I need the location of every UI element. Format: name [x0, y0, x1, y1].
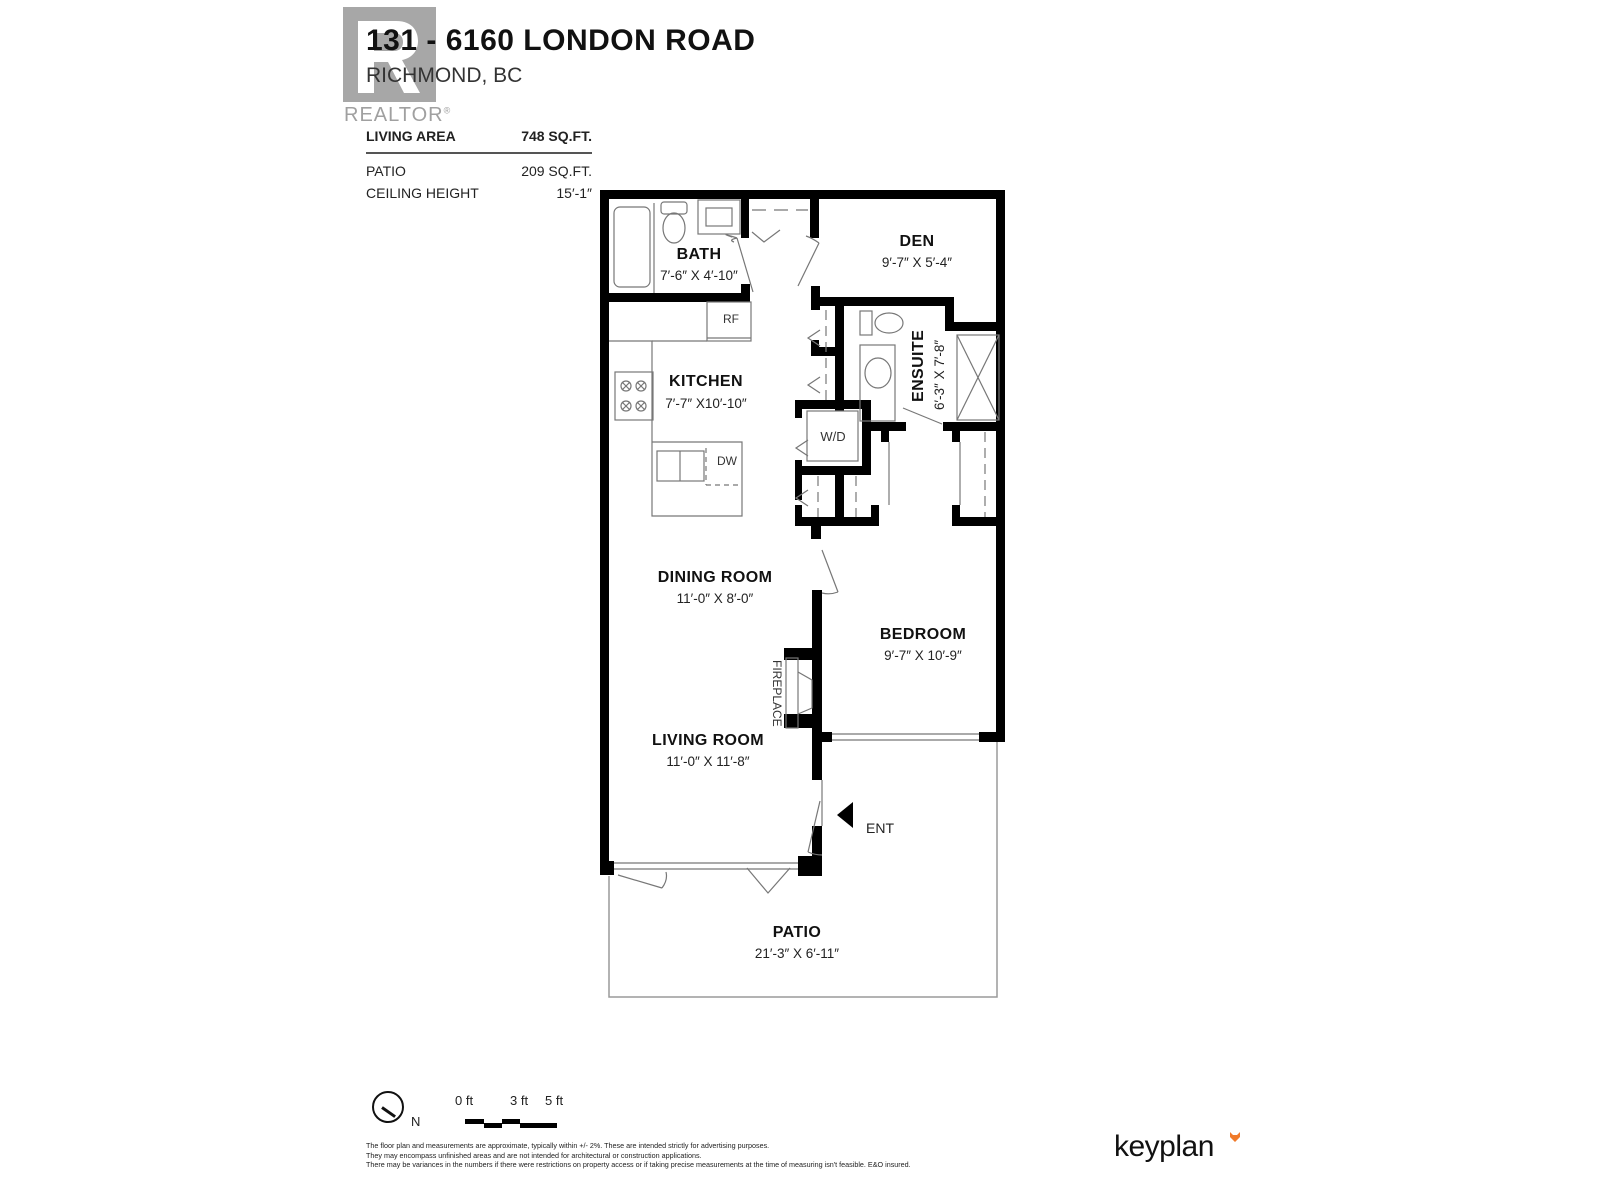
property-city: RICHMOND, BC [366, 64, 523, 87]
area-stats: LIVING AREA 748 SQ.FT. PATIO 209 SQ.FT. … [366, 125, 592, 204]
realtor-r-icon [358, 21, 420, 93]
refrigerator-icon [706, 301, 752, 342]
ensuite-sink-icon [864, 357, 892, 389]
dishwasher-label: DW [717, 454, 738, 468]
ensuite-toilet-icon [859, 310, 873, 336]
room-name-ensuite: ENSUITE [910, 330, 927, 402]
scale-label-0: 0 ft [455, 1093, 474, 1108]
sink-icon [697, 199, 741, 235]
room-dims-ensuite: 6′-3″ X 7′-8″ [932, 340, 947, 410]
stat-ceiling-height: CEILING HEIGHT 15′-1″ [366, 185, 592, 201]
room-dims-kitchen: 7′-7″ X10′-10″ [665, 396, 747, 411]
room-dims-bedroom: 9′-7″ X 10′-9″ [884, 648, 962, 663]
realtor-wordmark: REALTOR® [344, 104, 452, 126]
compass-needle [381, 1106, 396, 1118]
north-label: N [411, 1114, 421, 1129]
walls [600, 190, 1005, 876]
room-dims-den: 9′-7″ X 5′-4″ [882, 255, 952, 270]
room-dims-dining: 11′-0″ X 8′-0″ [677, 591, 754, 606]
room-name-bath: BATH [677, 246, 722, 263]
scale-label-3: 3 ft [510, 1093, 529, 1108]
room-dims-patio: 21′-3″ X 6′-11″ [755, 946, 839, 961]
room-dims-bath: 7′-6″ X 4′-10″ [660, 268, 738, 283]
fixtures [609, 199, 1000, 894]
scale-bar-icon [465, 1119, 557, 1128]
washer-dryer-icon [806, 410, 859, 462]
room-name-patio: PATIO [773, 924, 822, 941]
room-name-bedroom: BEDROOM [880, 626, 966, 643]
room-dims-living: 11′-0″ X 11′-8″ [666, 754, 749, 769]
entrance-label: ENT [866, 820, 894, 836]
fireplace-label: FIREPLACE [770, 660, 784, 727]
disclaimer: The floor plan and measurements are appr… [366, 1141, 911, 1170]
patio-outline [608, 740, 998, 998]
stat-living-area: LIVING AREA 748 SQ.FT. [366, 125, 592, 154]
washer-dryer-label: W/D [820, 429, 845, 444]
scale-label-5: 5 ft [545, 1093, 564, 1108]
property-address: 131 - 6160 LONDON ROAD [366, 24, 756, 57]
fox-icon [1230, 1132, 1240, 1142]
north-compass-icon [372, 1091, 404, 1123]
room-name-kitchen: KITCHEN [669, 373, 743, 390]
entrance-arrow-icon [837, 802, 853, 828]
cooktop-icon [614, 371, 654, 421]
room-name-living: LIVING ROOM [652, 732, 764, 749]
refrigerator-label: RF [723, 312, 739, 326]
room-name-dining: DINING ROOM [658, 569, 773, 586]
toilet-icon [660, 201, 688, 215]
bathtub-icon [613, 206, 651, 288]
stat-patio: PATIO 209 SQ.FT. [366, 163, 592, 179]
shower-icon [956, 334, 1000, 421]
room-name-den: DEN [900, 233, 935, 250]
keyplan-logo: keyplan [1114, 1130, 1214, 1163]
realtor-logo [343, 7, 436, 102]
